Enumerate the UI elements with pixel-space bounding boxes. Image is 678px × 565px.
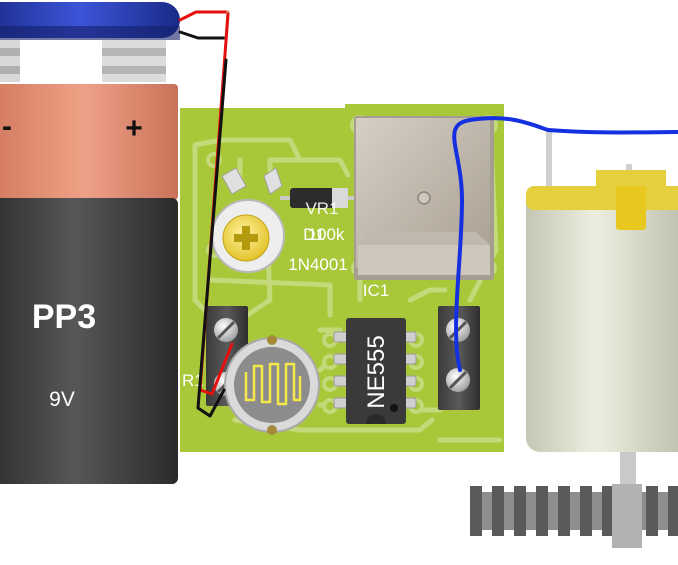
trimmer-pot bbox=[211, 167, 285, 273]
motor-gear bbox=[470, 484, 678, 548]
wires bbox=[178, 10, 678, 418]
dc-motor bbox=[526, 128, 678, 492]
battery-body bbox=[0, 198, 178, 484]
ic-chip: NE555 bbox=[333, 318, 417, 424]
battery-terminal-positive bbox=[102, 40, 166, 82]
motor-body bbox=[526, 188, 678, 452]
diode-value: 1N4001 bbox=[288, 255, 348, 274]
battery-minus-sign: - bbox=[2, 110, 12, 143]
trimmer-label: VR1 bbox=[305, 199, 338, 218]
diode-1n4001 bbox=[280, 188, 358, 208]
diode-label: D1 bbox=[303, 225, 325, 244]
relay-label: IC1 bbox=[363, 281, 389, 300]
battery-voltage-label: 9V bbox=[49, 388, 75, 411]
battery-model-label: PP3 bbox=[32, 298, 96, 336]
motor-end-cap bbox=[526, 186, 678, 210]
ldr-sensor bbox=[224, 335, 320, 435]
wire-red-top bbox=[178, 10, 230, 22]
ic-chip-label: NE555 bbox=[363, 335, 390, 408]
motor-lead bbox=[546, 128, 552, 192]
battery-terminal-negative bbox=[0, 40, 20, 82]
wire-black bbox=[196, 58, 228, 418]
wire-black-top bbox=[178, 30, 228, 40]
ldr-zigzag-track bbox=[244, 362, 302, 406]
ldr-label: R1 bbox=[182, 371, 204, 390]
relay bbox=[354, 116, 494, 280]
battery-top bbox=[0, 84, 178, 200]
motor-shaft bbox=[620, 452, 636, 492]
battery-pp3: - + PP3 9V bbox=[0, 2, 180, 484]
wire-blue bbox=[452, 116, 678, 372]
trimmer-value: 100k bbox=[308, 225, 345, 244]
battery-plus-sign: + bbox=[125, 112, 143, 145]
ic-pin1-dot bbox=[390, 404, 398, 412]
